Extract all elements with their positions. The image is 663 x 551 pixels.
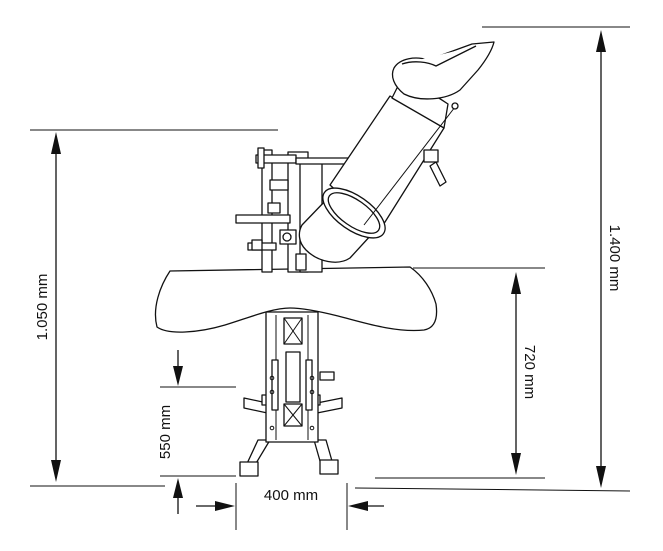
frame-foot-clamp <box>295 253 307 271</box>
arrow-head-1050-bottom <box>51 460 61 482</box>
label-total-height: 1.400 mm <box>606 225 623 292</box>
tube-funnel-lip <box>401 45 477 67</box>
arrow-head-720-top <box>511 272 521 294</box>
arrow-head-400-right <box>348 501 368 511</box>
arrow-head-1400-bottom <box>596 466 606 488</box>
arrow-head-720-bottom <box>511 453 521 475</box>
rivet <box>269 375 275 381</box>
tube-funnel <box>391 41 495 100</box>
device-illustration <box>154 41 495 477</box>
label-arm-height: 1.050 mm <box>34 274 51 341</box>
label-table-height: 720 mm <box>521 345 538 399</box>
central-column <box>265 311 335 443</box>
column-clamp-cross-b <box>283 317 303 345</box>
base-foot-left <box>239 461 259 477</box>
column-clamp-lower-cross-b <box>283 403 303 427</box>
frame-bracket-b <box>267 202 281 214</box>
column-side-plate-left <box>271 359 279 411</box>
rivet <box>269 425 275 431</box>
rivet <box>309 389 315 395</box>
tube-side-clamp <box>423 149 439 163</box>
arrow-head-550-top <box>173 366 183 386</box>
column-side-plate-right <box>305 359 313 411</box>
frame-crossbar-mid <box>235 214 291 224</box>
tube-side-lever <box>429 161 447 187</box>
frame-bracket-a <box>269 179 289 191</box>
tilted-tube <box>298 41 495 263</box>
column-slider <box>285 351 301 403</box>
tube-cable-anchor <box>451 102 459 110</box>
frame-crossbar-arm <box>295 157 349 165</box>
frame-knob-low <box>251 239 263 251</box>
column-knob <box>319 371 335 381</box>
tube-end-ring-inner <box>327 192 381 234</box>
table-top <box>154 266 438 333</box>
arrow-head-1400-top <box>596 30 606 52</box>
tube-cable <box>363 106 456 226</box>
label-base-width: 400 mm <box>264 487 318 504</box>
ext-line-floor-right <box>354 487 631 492</box>
frame-pivot <box>282 232 292 242</box>
rivet <box>309 425 315 431</box>
arrow-head-550-bottom <box>173 478 183 498</box>
tube-elbow <box>298 197 373 263</box>
arrow-head-400-left <box>215 501 235 511</box>
base-foot-right <box>319 459 339 475</box>
frame-knob-top <box>257 147 265 169</box>
rivet <box>269 389 275 395</box>
label-base-height: 550 mm <box>157 405 174 459</box>
arrow-head-1050-top <box>51 132 61 154</box>
rivet <box>309 375 315 381</box>
